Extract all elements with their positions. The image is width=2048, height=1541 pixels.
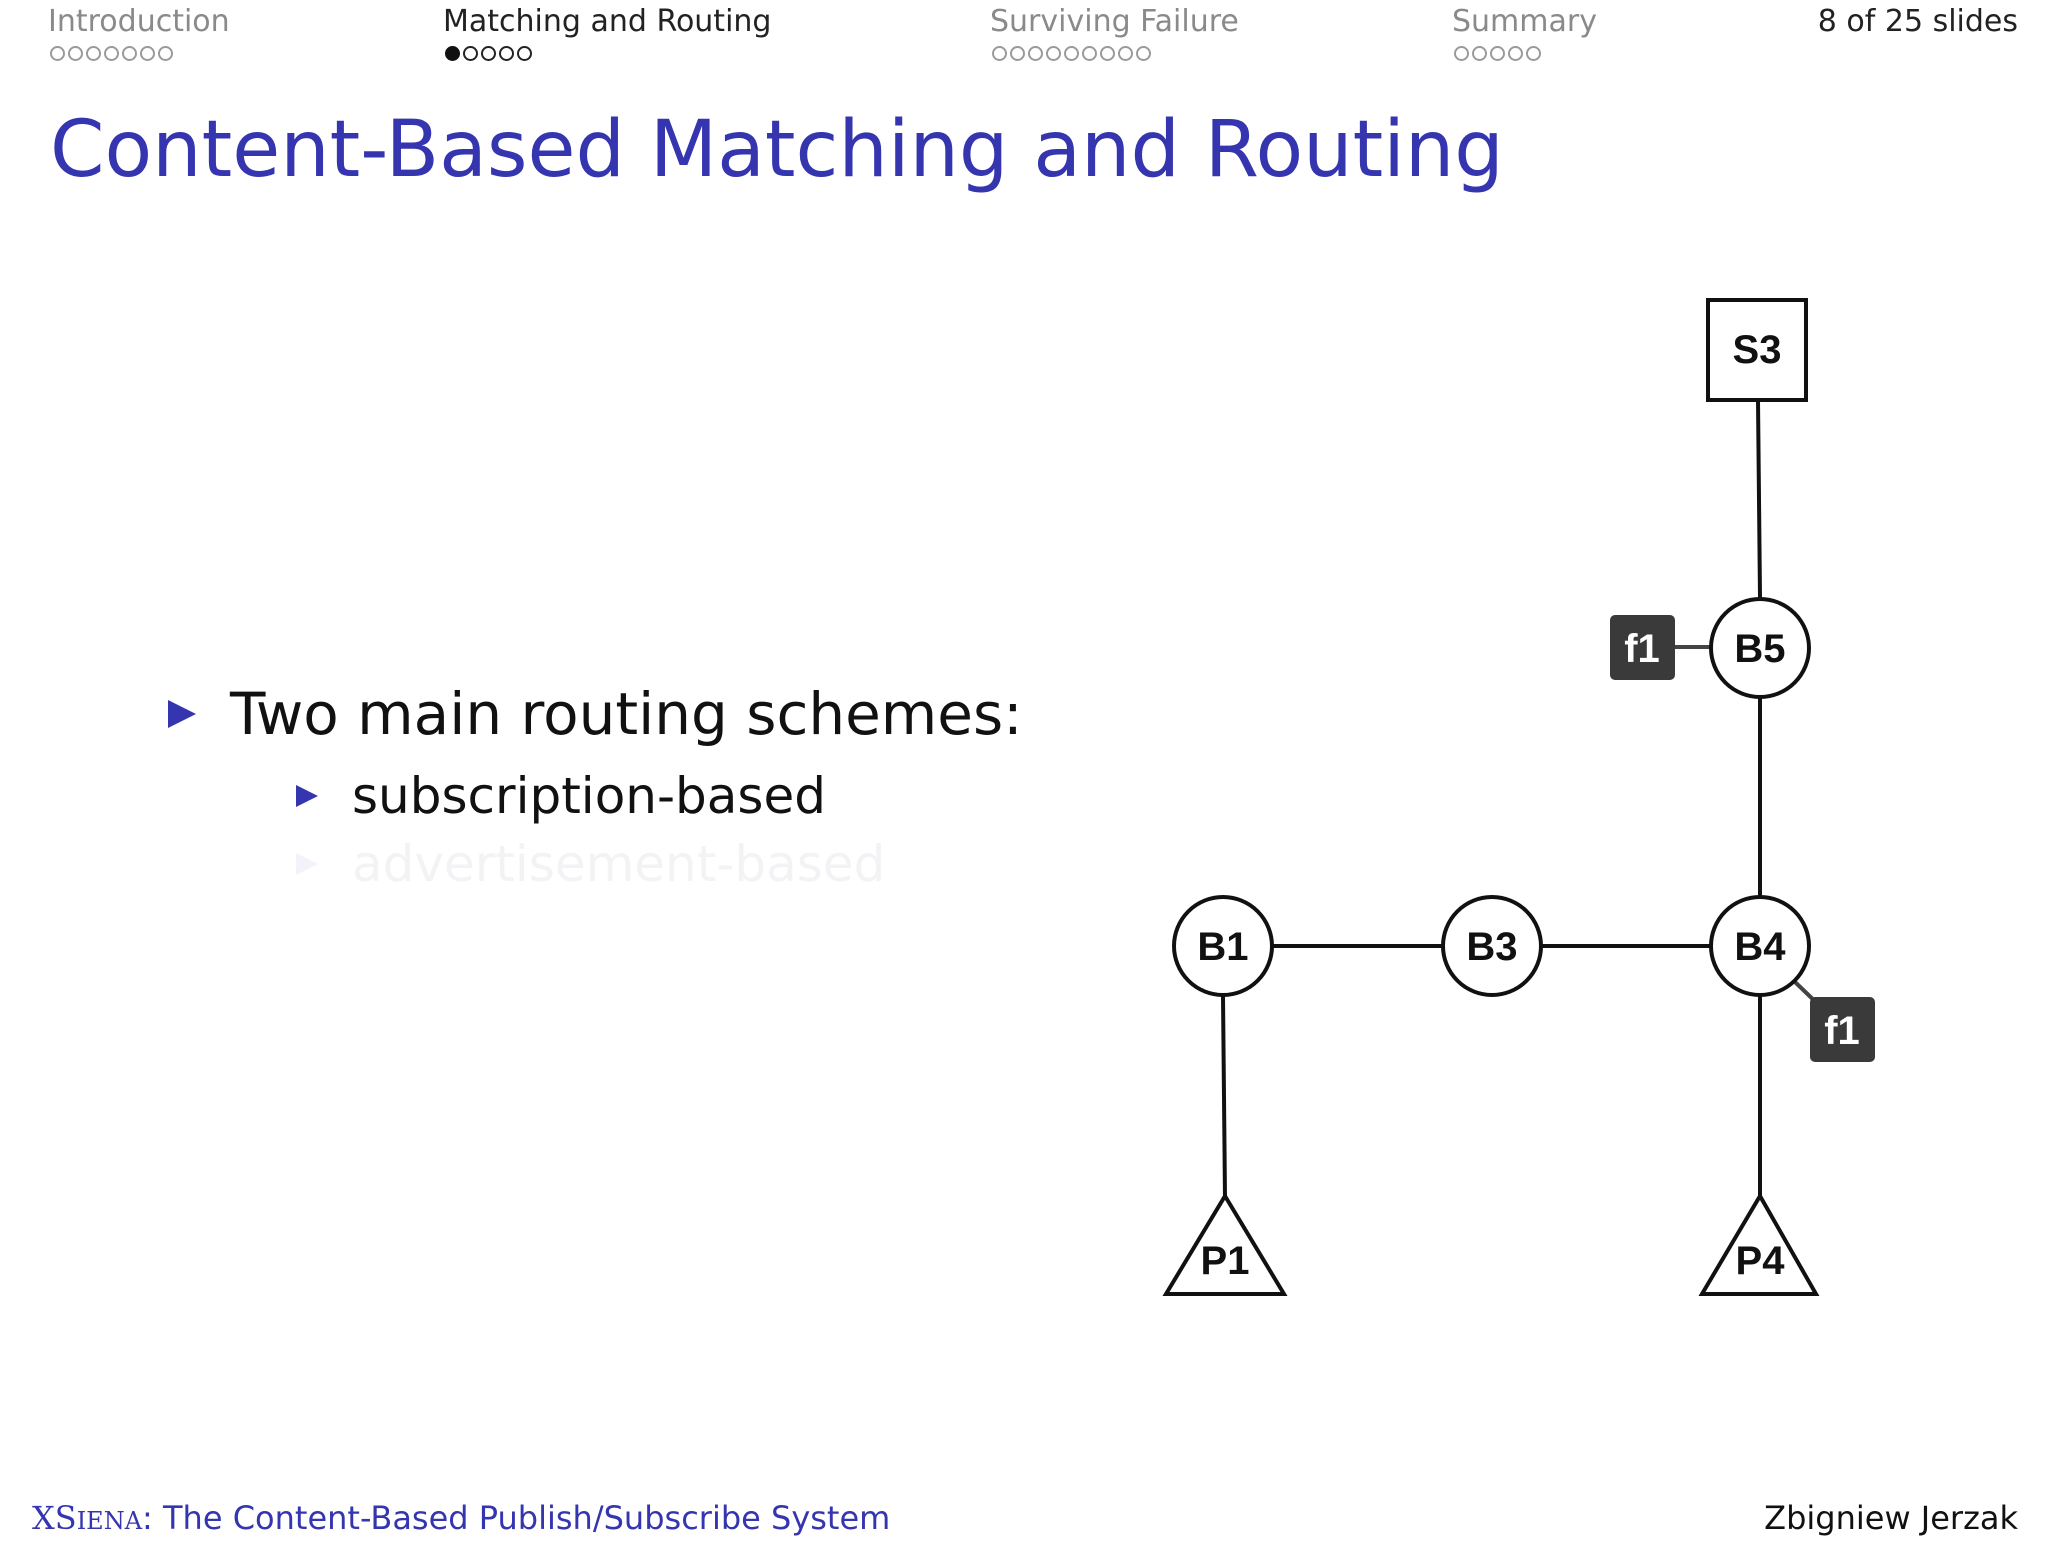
nav-dot[interactable] <box>1082 46 1097 61</box>
nav-dot[interactable] <box>1010 46 1025 61</box>
bullet-sub-subscription: subscription-based <box>296 764 826 828</box>
nav-dot[interactable] <box>1454 46 1469 61</box>
nav-dot[interactable] <box>1490 46 1505 61</box>
broker-circle <box>1441 895 1543 997</box>
publisher-node-p4: P4 <box>1698 1192 1820 1296</box>
nav-section-label[interactable]: Introduction <box>48 4 230 39</box>
publisher-node-p1: P1 <box>1162 1192 1288 1296</box>
nav-dot[interactable] <box>86 46 101 61</box>
nav-dot[interactable] <box>122 46 137 61</box>
broker-node-b4: B4 <box>1709 895 1811 997</box>
nav-section-label[interactable]: Matching and Routing <box>443 4 772 39</box>
network-links <box>1221 399 1762 1199</box>
publisher-triangle <box>1162 1192 1288 1296</box>
broker-circle <box>1709 895 1811 997</box>
nav-dot[interactable] <box>50 46 65 61</box>
bullet-triangle-icon <box>296 853 318 875</box>
footer-title-iena: iena <box>76 1507 143 1535</box>
bullet-main: Two main routing schemes: <box>168 678 1023 750</box>
nav-dot[interactable] <box>140 46 155 61</box>
nav-slide-dots <box>1454 46 1597 61</box>
footer-presentation-title: XSiena: The Content-Based Publish/Subscr… <box>32 1498 890 1541</box>
nav-dot[interactable] <box>481 46 496 61</box>
node-label-b1: B1 <box>1197 925 1248 969</box>
bullet-sub-advertisement: advertisement-based <box>296 832 885 896</box>
filter-box <box>1610 615 1675 680</box>
link-s3-b5 <box>1756 399 1762 599</box>
bullet-triangle-icon <box>296 785 318 807</box>
slide-title: Content-Based Matching and Routing <box>50 105 1504 195</box>
nav-dot[interactable] <box>1136 46 1151 61</box>
nav-section-label[interactable]: Summary <box>1452 4 1597 39</box>
nav-dot[interactable] <box>499 46 514 61</box>
bullet-sub-text: advertisement-based <box>352 835 886 893</box>
nav-section-summary[interactable]: Summary <box>1452 4 1597 61</box>
nav-dot[interactable] <box>1100 46 1115 61</box>
nav-section-label[interactable]: Surviving Failure <box>990 4 1239 39</box>
footer-title-s: S <box>54 1499 77 1537</box>
section-navigation: Introduction Matching and Routing Surviv… <box>0 0 2048 80</box>
node-label-b4: B4 <box>1734 925 1786 969</box>
subscriber-node-s3: S3 <box>1706 298 1808 402</box>
bullet-main-text: Two main routing schemes: <box>230 680 1023 748</box>
nav-dot[interactable] <box>1472 46 1487 61</box>
node-label-s3: S3 <box>1733 328 1782 372</box>
link-b1-p1 <box>1221 995 1227 1199</box>
node-label-p4: P4 <box>1736 1239 1786 1283</box>
nav-dot[interactable] <box>158 46 173 61</box>
footer-title-x: X <box>32 1499 55 1537</box>
nav-dot[interactable] <box>104 46 119 61</box>
broker-circle <box>1709 597 1811 699</box>
broker-circle <box>1172 895 1274 997</box>
nav-section-introduction[interactable]: Introduction <box>48 4 230 61</box>
node-label-b5: B5 <box>1734 627 1785 671</box>
broker-node-b3: B3 <box>1441 895 1543 997</box>
nav-dot[interactable] <box>1064 46 1079 61</box>
nav-dot[interactable] <box>517 46 532 61</box>
filter-tag-b4: f1 <box>1810 997 1875 1062</box>
nav-dot[interactable] <box>463 46 478 61</box>
nav-dot[interactable] <box>992 46 1007 61</box>
nav-slide-dots <box>50 46 230 61</box>
nav-slide-dots <box>445 46 771 61</box>
bullet-sub-text: subscription-based <box>352 767 826 825</box>
nav-dot[interactable] <box>1028 46 1043 61</box>
nav-dot[interactable] <box>1046 46 1061 61</box>
nav-section-surviving-failure[interactable]: Surviving Failure <box>990 4 1239 61</box>
nav-dot[interactable] <box>1118 46 1133 61</box>
filter-box <box>1810 997 1875 1062</box>
filter-tag-b5: f1 <box>1610 615 1675 680</box>
nav-dot[interactable] <box>68 46 83 61</box>
nav-slide-dots <box>992 46 1239 61</box>
nav-dot[interactable] <box>1526 46 1541 61</box>
broker-node-b5: B5 <box>1709 597 1811 699</box>
subscriber-square <box>1706 298 1808 402</box>
publisher-triangle <box>1698 1192 1820 1296</box>
broker-node-b1: B1 <box>1172 895 1274 997</box>
bullet-triangle-icon <box>168 700 196 728</box>
node-label-p1: P1 <box>1201 1239 1250 1283</box>
filter-label: f1 <box>1824 1009 1860 1053</box>
nav-dot-current[interactable] <box>445 46 460 61</box>
footer-author: Zbigniew Jerzak <box>1764 1499 2018 1537</box>
nav-dot[interactable] <box>1508 46 1523 61</box>
nav-section-matching-and-routing[interactable]: Matching and Routing <box>443 4 771 61</box>
slide-counter: 8 of 25 slides <box>1817 4 2018 39</box>
node-label-b3: B3 <box>1466 925 1517 969</box>
footer-title-rest: : The Content-Based Publish/Subscribe Sy… <box>142 1499 891 1537</box>
filter-label: f1 <box>1624 627 1660 671</box>
